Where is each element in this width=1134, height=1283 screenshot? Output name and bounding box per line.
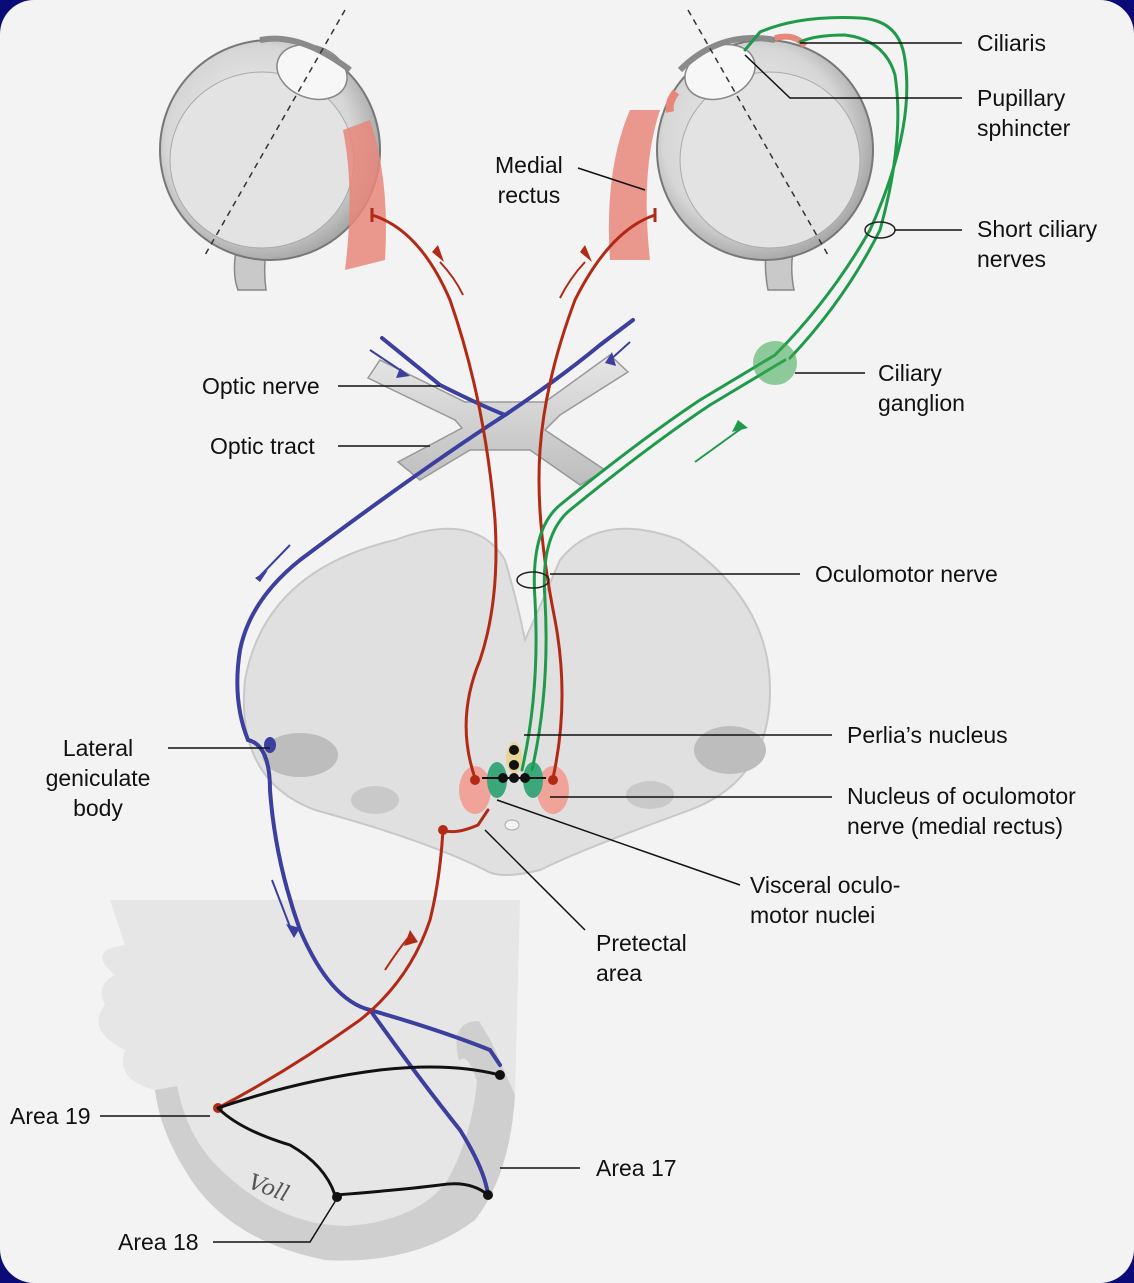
aqueduct [505, 820, 519, 830]
midbrain-gray-right [694, 726, 766, 774]
label-ciliary-ganglion: Ciliary ganglion [878, 358, 965, 418]
right-eyeball [657, 10, 873, 290]
label-lateral-geniculate-body: Lateral geniculate body [40, 733, 156, 823]
label-oculomotor-nerve: Oculomotor nerve [815, 559, 998, 589]
label-optic-tract: Optic tract [210, 431, 315, 461]
label-optic-nerve: Optic nerve [202, 371, 320, 401]
label-area-17: Area 17 [596, 1153, 677, 1183]
label-pretectal-area: Pretectal area [596, 928, 687, 988]
label-perlias-nucleus: Perlia’s nucleus [847, 720, 1008, 750]
label-area-18: Area 18 [118, 1227, 199, 1257]
label-ciliaris: Ciliaris [977, 28, 1046, 58]
label-nucleus-oculomotor-nerve: Nucleus of oculomotor nerve (medial rect… [847, 781, 1076, 841]
ciliary-ganglion [753, 341, 797, 385]
medial-rectus-nucleus-left [459, 766, 491, 814]
label-pupillary-sphincter: Pupillary sphincter [977, 83, 1070, 143]
right-medial-rectus-muscle [609, 110, 660, 260]
label-area-19: Area 19 [10, 1101, 91, 1131]
label-short-ciliary-nerves: Short ciliary nerves [977, 214, 1097, 274]
label-visceral-oculomotor-nuclei: Visceral oculo- motor nuclei [750, 870, 900, 930]
label-medial-rectus: Medial rectus [495, 150, 563, 210]
